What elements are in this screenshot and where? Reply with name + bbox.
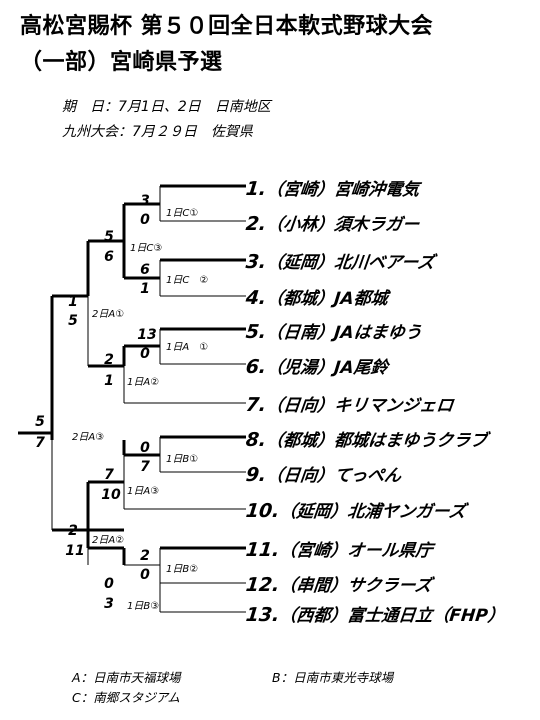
score: 6	[104, 249, 114, 265]
team-entry: 12.（串間）サクラーズ	[244, 574, 433, 596]
score: 7	[140, 459, 150, 475]
game-code: 1日C③	[130, 243, 163, 254]
score: 11	[65, 543, 85, 559]
team-entry: 9.（日向）てっぺん	[244, 464, 403, 486]
kyushu-label: 九州大会：	[62, 124, 132, 140]
team-entry: 10.（延岡）北浦ヤンガーズ	[244, 500, 467, 522]
team-entry: 2.（小林）須木ラガー	[244, 213, 421, 235]
period-value: 7月1日、2日 日南地区	[118, 99, 271, 115]
score: 1	[68, 294, 78, 310]
venue-legend-a: A：日南市天福球場	[72, 670, 181, 685]
game-code: 2日A①	[92, 309, 125, 320]
kyushu-value: 7月２９日 佐賀県	[132, 124, 253, 140]
score: 2	[68, 523, 78, 539]
venue-legend-b: B：日南市東光寺球場	[272, 670, 394, 685]
game-code: 1日C①	[166, 208, 199, 219]
score: 0	[140, 567, 150, 583]
page-title: 高松宮賜杯 第５０回全日本軟式野球大会	[20, 14, 434, 39]
score: 5	[104, 229, 114, 245]
score: 3	[140, 193, 150, 209]
score: 3	[104, 596, 114, 612]
period-line: 期 日：7月1日、2日 日南地区	[62, 96, 271, 116]
score: 0	[140, 440, 150, 456]
game-code: 1日A③	[127, 486, 160, 497]
score: 0	[104, 576, 114, 592]
team-entry: 5.（日南）JAはまゆう	[244, 321, 423, 343]
score: 13	[137, 327, 157, 343]
team-entry: 7.（日向）キリマンジェロ	[244, 394, 455, 416]
venue-legend-c: C：南郷スタジアム	[72, 690, 180, 705]
team-entry: 6.（児湯）JA尾鈴	[244, 356, 389, 378]
game-code: 1日C ②	[166, 275, 209, 286]
score: 7	[35, 435, 45, 451]
score: 0	[140, 346, 150, 362]
game-code: 1日A②	[127, 377, 160, 388]
team-entry: 8.（都城）都城はまゆうクラブ	[244, 429, 489, 451]
score: 0	[140, 212, 150, 228]
period-label: 期 日：	[62, 99, 118, 115]
team-entry: 1.（宮崎）宮崎沖電気	[244, 178, 421, 200]
score: 2	[104, 352, 114, 368]
game-code: 1日B①	[166, 454, 199, 465]
page-subtitle: （一部）宮崎県予選	[20, 50, 223, 75]
score: 6	[140, 262, 150, 278]
team-entry: 4.（都城）JA都城	[244, 287, 389, 309]
score: 1	[140, 281, 150, 297]
team-entry: 13.（西都）富士通日立（FHP）	[244, 604, 506, 626]
game-code: 2日A②	[92, 535, 125, 546]
game-code: 1日B②	[166, 564, 199, 575]
game-code: 2日A③	[72, 432, 105, 443]
game-code: 1日B③	[127, 601, 160, 612]
team-entry: 11.（宮崎）オール県庁	[244, 539, 434, 561]
score: 2	[140, 548, 150, 564]
score: 5	[35, 414, 45, 430]
score: 10	[101, 487, 121, 503]
score: 7	[104, 467, 114, 483]
kyushu-line: 九州大会：7月２９日 佐賀県	[62, 121, 253, 141]
score: 1	[104, 373, 114, 389]
team-entry: 3.（延岡）北川ベアーズ	[244, 251, 436, 273]
score: 5	[68, 313, 78, 329]
game-code: 1日A ①	[166, 342, 209, 353]
